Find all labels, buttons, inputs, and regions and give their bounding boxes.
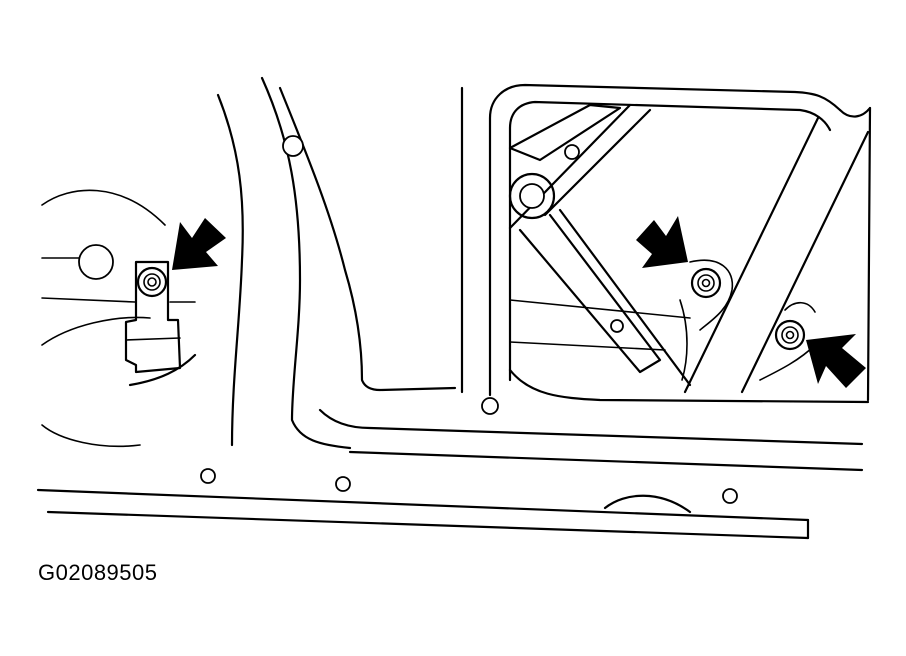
pillar-hole [282,135,304,157]
center-bolt [690,267,722,299]
fastener-arrow-center [636,216,688,268]
right-bolt [774,319,806,351]
left-fender-area [41,189,197,448]
b-pillar [216,76,464,450]
door-frame [318,83,872,472]
window-regulator [508,103,692,387]
figure-id-label: G02089505 [38,560,158,585]
rocker-sill [36,397,810,540]
door-brace [679,116,870,394]
fastener-arrow-left [172,218,226,270]
fastener-arrow-right [806,334,866,388]
left-bolt [136,266,168,298]
left-bracket [124,260,182,374]
grommet-hole [78,244,114,280]
